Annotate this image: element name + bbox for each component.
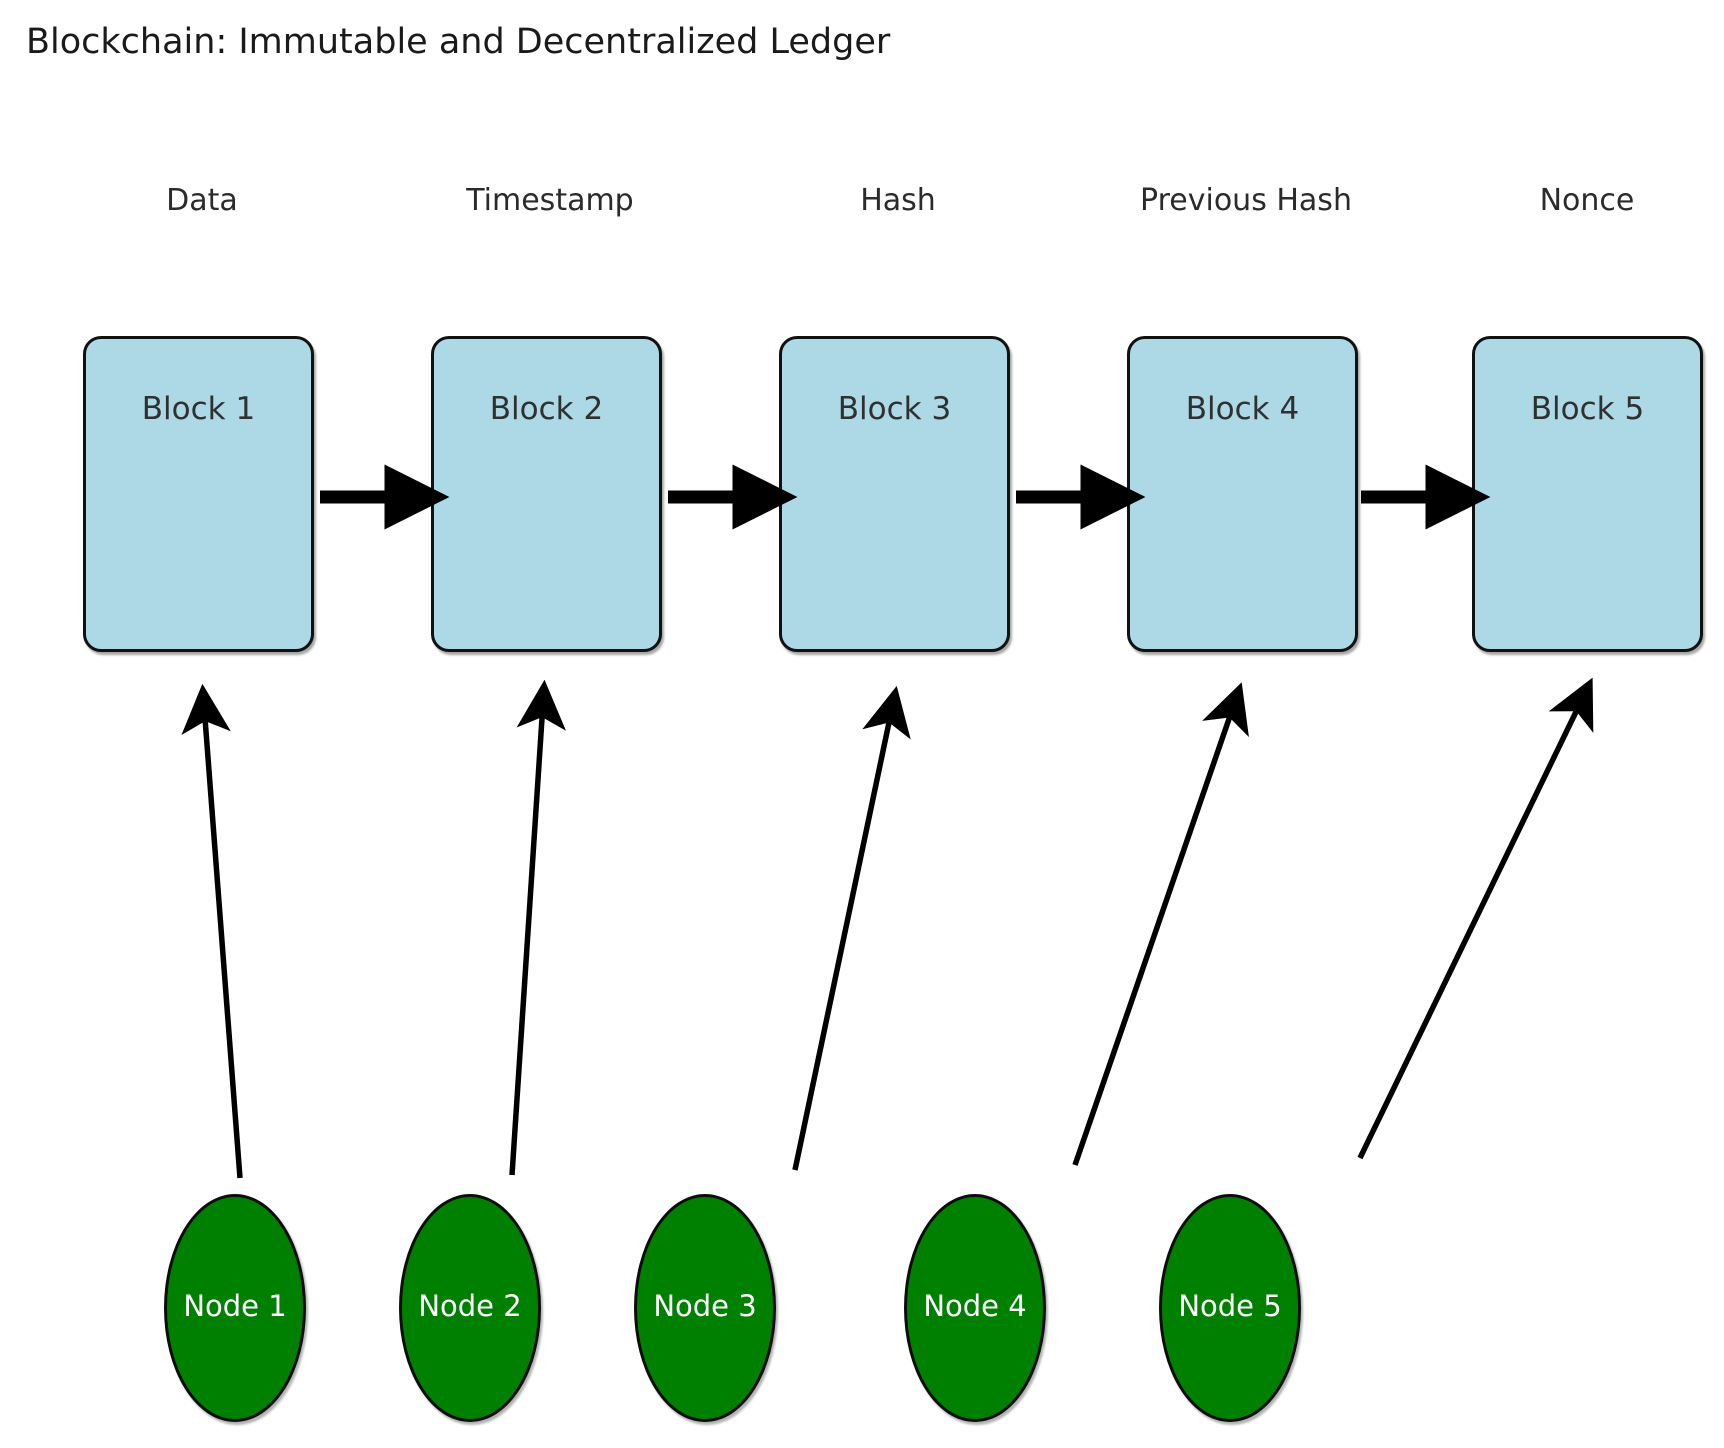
block-node-2[interactable]: Block 2 [431,336,662,652]
block-node-1[interactable]: Block 1 [83,336,314,652]
node-label: Node 1 [183,1289,287,1323]
block-node-4[interactable]: Block 4 [1127,336,1358,652]
block-label: Block 1 [141,391,256,427]
block-label: Block 3 [837,391,952,427]
block-label: Block 5 [1530,391,1645,427]
node-label: Node 4 [923,1289,1027,1323]
node-label: Node 3 [653,1289,757,1323]
network-node-5[interactable]: Node 5 [1159,1194,1301,1422]
column-label-hash: Hash [860,183,936,218]
block-node-3[interactable]: Block 3 [779,336,1010,652]
node-link-arrow-4 [1072,682,1249,1166]
node-link-arrow-1 [181,683,243,1179]
column-label-previous-hash: Previous Hash [1140,183,1352,218]
page-title: Blockchain: Immutable and Decentralized … [26,22,891,62]
network-node-2[interactable]: Node 2 [399,1194,541,1422]
network-node-3[interactable]: Node 3 [634,1194,776,1422]
node-link-arrow-2 [509,679,566,1176]
column-label-timestamp: Timestamp [466,183,634,218]
node-link-arrow-5 [1357,677,1594,1160]
node-label: Node 5 [1178,1289,1282,1323]
column-label-nonce: Nonce [1539,183,1635,218]
node-link-arrow-3 [792,685,911,1171]
node-label: Node 2 [418,1289,522,1323]
column-label-data: Data [166,183,238,218]
block-label: Block 2 [489,391,604,427]
network-node-4[interactable]: Node 4 [904,1194,1046,1422]
block-label: Block 4 [1185,391,1300,427]
network-node-1[interactable]: Node 1 [164,1194,306,1422]
block-node-5[interactable]: Block 5 [1472,336,1703,652]
